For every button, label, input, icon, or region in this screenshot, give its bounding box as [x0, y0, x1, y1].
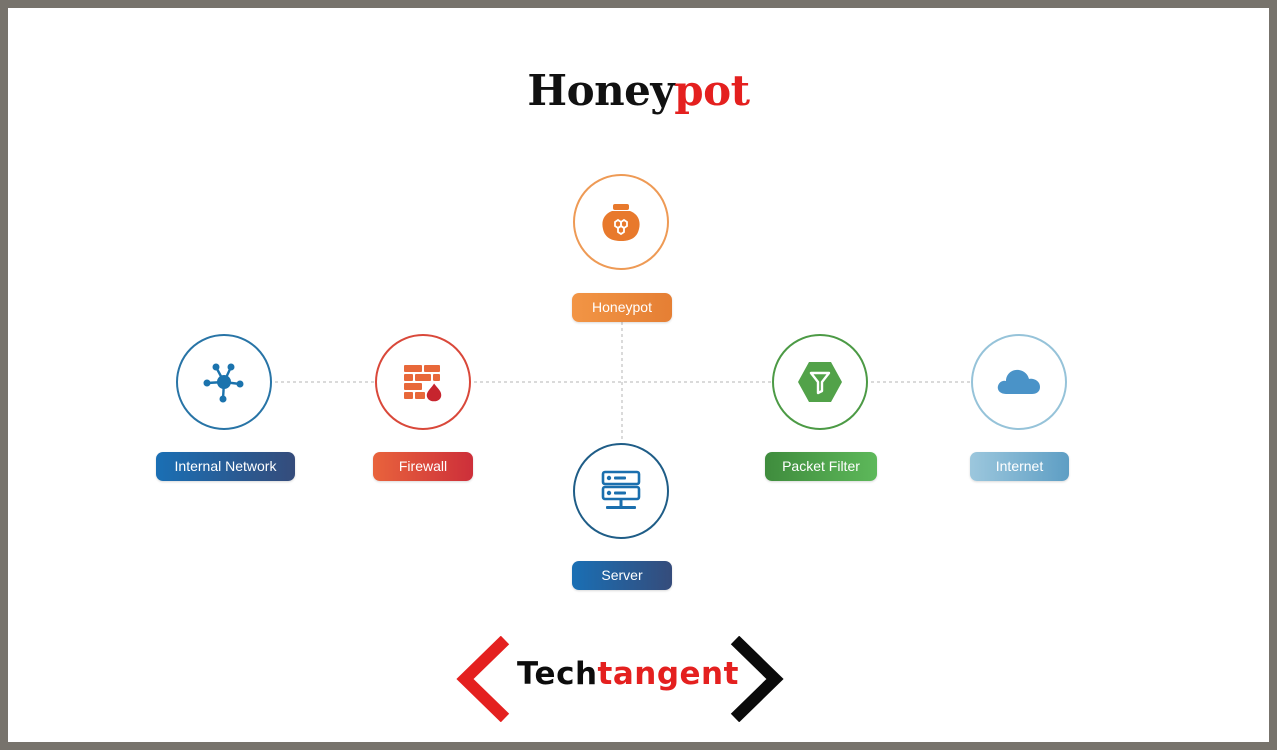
firewall-node: [375, 334, 471, 430]
firewall-icon: [404, 365, 443, 403]
diagram-title: Honeypot: [0, 66, 1277, 115]
internet-label: Internet: [970, 452, 1069, 481]
title-accent: pot: [674, 66, 750, 115]
internal-network-label: Internal Network: [156, 452, 295, 481]
packet-filter-node: [772, 334, 868, 430]
techtangent-logo: Techtangent: [455, 636, 785, 722]
server-icon: [601, 470, 641, 509]
logo-text-accent: tangent: [597, 656, 739, 692]
server-label: Server: [572, 561, 672, 590]
firewall-label: Firewall: [373, 452, 473, 481]
packet-filter-label: Packet Filter: [765, 452, 877, 481]
logo-wordmark: Techtangent: [513, 656, 743, 692]
honeypot-label: Honeypot: [572, 293, 672, 322]
logo-chevrons: [456, 636, 784, 722]
honeypot-jar-icon: [602, 204, 640, 241]
internal-network-node: [176, 334, 272, 430]
honeypot-node: [573, 174, 669, 270]
title-main: Honey: [527, 66, 675, 115]
cloud-icon: [997, 369, 1040, 394]
network-hub-icon: [203, 363, 244, 403]
internet-node: [971, 334, 1067, 430]
server-node: [573, 443, 669, 539]
filter-icon: [798, 362, 842, 402]
logo-text-main: Tech: [517, 656, 598, 692]
